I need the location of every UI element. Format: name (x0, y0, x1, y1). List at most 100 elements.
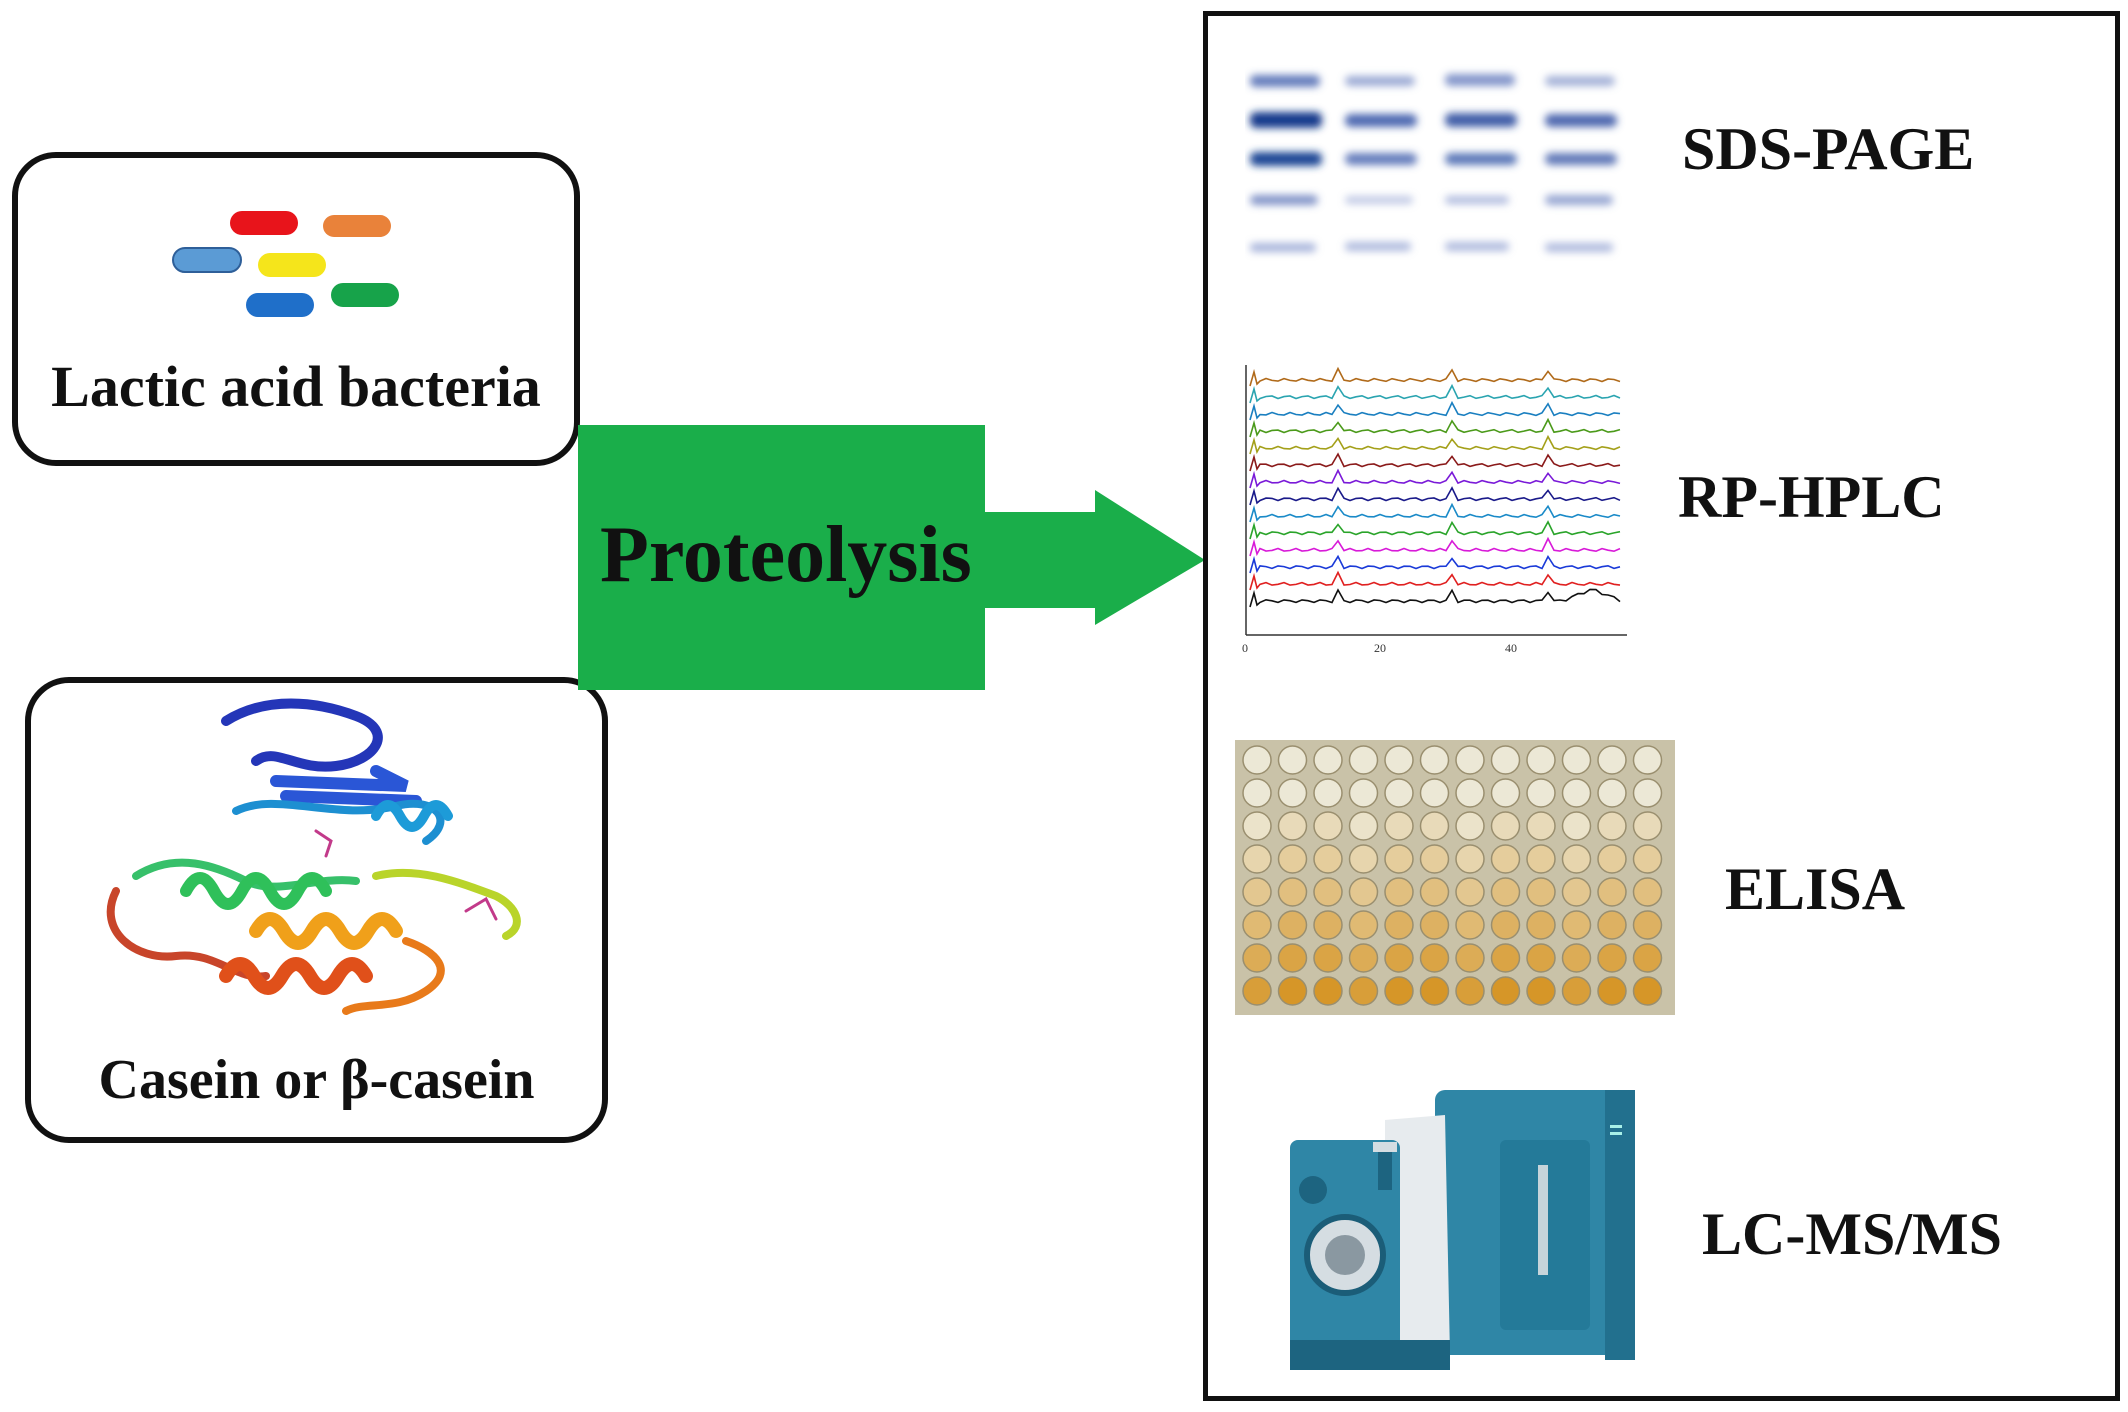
chromatogram-trace (1249, 434, 1621, 455)
plate-well (1384, 976, 1414, 1006)
plate-well (1526, 910, 1556, 940)
elisa-plate-image (1235, 740, 1675, 1015)
plate-well (1597, 745, 1627, 775)
bacterium-lightblue (172, 247, 242, 273)
plate-well (1384, 844, 1414, 874)
plate-well (1632, 811, 1663, 841)
plate-well (1561, 811, 1592, 841)
plate-well (1242, 943, 1272, 973)
sds-page-gel-image (1250, 74, 1617, 252)
chromatogram-trace (1249, 588, 1621, 608)
plate-well (1561, 910, 1592, 940)
plate-well (1277, 910, 1308, 940)
chromatogram-trace (1249, 486, 1621, 506)
plate-well (1242, 778, 1272, 808)
plate-well (1597, 976, 1627, 1006)
plate-well (1348, 778, 1379, 808)
plate-well (1632, 745, 1663, 775)
plate-well (1526, 943, 1556, 973)
chromatogram-trace (1249, 520, 1621, 540)
analysis-methods-panel (1203, 11, 2120, 1401)
plate-well (1313, 877, 1343, 907)
plate-well (1277, 976, 1308, 1006)
plate-well (1597, 811, 1627, 841)
bacteria-label: Lactic acid bacteria (51, 354, 541, 419)
plate-well (1242, 844, 1272, 874)
plate-well (1419, 778, 1450, 808)
elisa-label: ELISA (1725, 856, 1906, 922)
plate-well (1455, 811, 1485, 841)
plate-well (1455, 976, 1485, 1006)
chromatogram-trace (1249, 468, 1621, 489)
plate-well (1490, 943, 1521, 973)
sds-page-label: SDS-PAGE (1682, 116, 1975, 182)
proteolysis-arrow (578, 425, 1205, 690)
plate-well (1384, 910, 1414, 940)
lc-ms-instrument-icon (1290, 1090, 1635, 1370)
lc-ms-label: LC-MS/MS (1702, 1201, 2002, 1267)
chromatogram-trace (1249, 570, 1621, 591)
plate-well (1419, 745, 1450, 775)
plate-well (1632, 943, 1663, 973)
chromatogram-trace (1249, 366, 1621, 387)
chromatogram-trace (1249, 554, 1621, 574)
plate-well (1490, 844, 1521, 874)
plate-well (1632, 910, 1663, 940)
plate-well (1348, 811, 1379, 841)
rp-hplc-chromatogram-image: 0 20 40 (1242, 365, 1627, 655)
plate-well (1490, 877, 1521, 907)
plate-well (1561, 844, 1592, 874)
plate-well (1419, 910, 1450, 940)
plate-well (1632, 778, 1663, 808)
plate-well (1490, 811, 1521, 841)
plate-well (1632, 877, 1663, 907)
plate-well (1348, 745, 1379, 775)
plate-well (1313, 910, 1343, 940)
plate-well (1277, 811, 1308, 841)
plate-well (1313, 778, 1343, 808)
plate-well (1490, 778, 1521, 808)
bacterium-blue (246, 293, 314, 317)
chromatogram-trace (1249, 502, 1621, 523)
plate-well (1526, 844, 1556, 874)
plate-well (1313, 943, 1343, 973)
plate-well (1277, 943, 1308, 973)
plate-well (1490, 910, 1521, 940)
chromatogram-trace (1249, 417, 1621, 438)
plate-well (1419, 844, 1450, 874)
plate-well (1348, 910, 1379, 940)
chromatogram-trace (1249, 452, 1621, 472)
x-tick-label: 40 (1505, 641, 1517, 655)
plate-well (1597, 844, 1627, 874)
chromatogram-trace (1249, 383, 1621, 404)
plate-well (1632, 976, 1663, 1006)
plate-well (1419, 943, 1450, 973)
plate-well (1242, 877, 1272, 907)
plate-well (1313, 745, 1343, 775)
plate-well (1455, 943, 1485, 973)
plate-well (1597, 910, 1627, 940)
plate-well (1455, 910, 1485, 940)
lc-module-panel (1385, 1115, 1450, 1355)
chromatogram-trace (1249, 536, 1621, 557)
plate-well (1455, 745, 1485, 775)
plate-well (1384, 778, 1414, 808)
plate-well (1242, 745, 1272, 775)
plate-well (1526, 877, 1556, 907)
plate-well (1242, 811, 1272, 841)
plate-well (1561, 943, 1592, 973)
plate-well (1455, 844, 1485, 874)
x-tick-label: 20 (1374, 641, 1386, 655)
arrow-shape (578, 425, 1205, 690)
plate-wells (1242, 745, 1663, 1006)
plate-well (1597, 877, 1627, 907)
protein-structure-illustration (106, 698, 521, 1015)
bacteria-icon (172, 211, 399, 317)
plate-well (1419, 976, 1450, 1006)
plate-well (1277, 844, 1308, 874)
plate-well (1313, 976, 1343, 1006)
proteolysis-label: Proteolysis (600, 511, 972, 599)
plate-well (1384, 811, 1414, 841)
plate-well (1526, 745, 1556, 775)
chromatogram-traces (1249, 366, 1621, 608)
